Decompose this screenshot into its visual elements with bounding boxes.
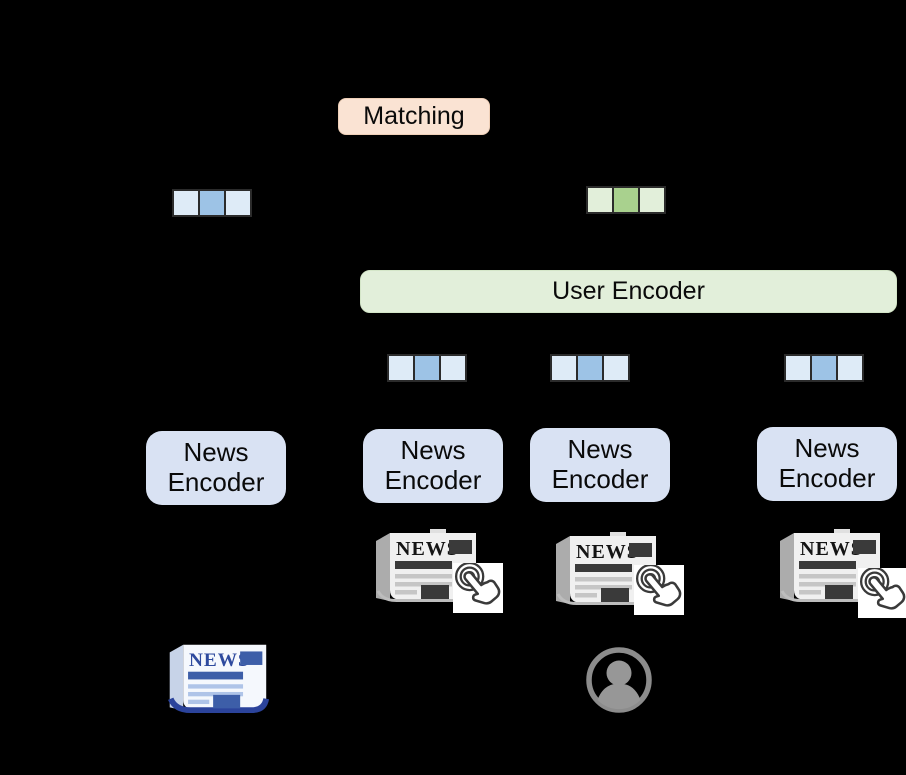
vector-cell [586, 186, 614, 214]
matching-label: Matching [363, 102, 465, 130]
tap-gesture-icon [634, 565, 684, 615]
vector-cell [810, 354, 838, 382]
newspaper-masthead: NEWS [800, 538, 863, 560]
news-encoder-label-line2: Encoder [167, 467, 265, 497]
user-encoder-label: User Encoder [552, 277, 705, 305]
vector-cell [439, 354, 467, 382]
news-encoder-box-clicked-3: News Encoder [757, 427, 897, 501]
vector-cell [638, 186, 666, 214]
candidate-news-vector [172, 189, 252, 217]
tap-gesture-icon [453, 563, 503, 613]
user-embedding-vector [586, 186, 666, 214]
news-encoder-box-candidate: News Encoder [146, 431, 286, 505]
newspaper-masthead: NEWS [576, 541, 639, 563]
news-encoder-label-line1: News [400, 435, 466, 466]
tap-gesture-icon [858, 568, 906, 618]
vector-cell [602, 354, 630, 382]
news-encoder-label-line1: News [794, 433, 860, 464]
vector-cell [198, 189, 226, 217]
vector-cell [612, 186, 640, 214]
news-encoder-box-clicked-2: News Encoder [530, 428, 670, 502]
vector-cell [224, 189, 252, 217]
vector-cell [784, 354, 812, 382]
user-avatar-icon [585, 645, 653, 715]
clicked-news-vector-2 [550, 354, 630, 382]
news-encoder-label-line1: News [183, 437, 249, 468]
news-encoder-label-line1: News [567, 434, 633, 465]
vector-cell [387, 354, 415, 382]
news-encoder-label-line2: Encoder [551, 464, 649, 494]
vector-cell [576, 354, 604, 382]
clicked-news-vector-3 [784, 354, 864, 382]
newspaper-masthead: NEWS [396, 538, 459, 560]
news-encoder-label-line2: Encoder [778, 463, 876, 493]
matching-box: Matching [338, 98, 490, 135]
newspaper-icon-candidate: NEWS [162, 638, 272, 717]
newspaper-masthead: NEWS [189, 650, 250, 671]
news-encoder-label-line2: Encoder [384, 465, 482, 495]
clicked-news-vector-1 [387, 354, 467, 382]
vector-cell [413, 354, 441, 382]
vector-cell [172, 189, 200, 217]
vector-cell [836, 354, 864, 382]
news-encoder-box-clicked-1: News Encoder [363, 429, 503, 503]
user-encoder-box: User Encoder [360, 270, 897, 313]
vector-cell [550, 354, 578, 382]
